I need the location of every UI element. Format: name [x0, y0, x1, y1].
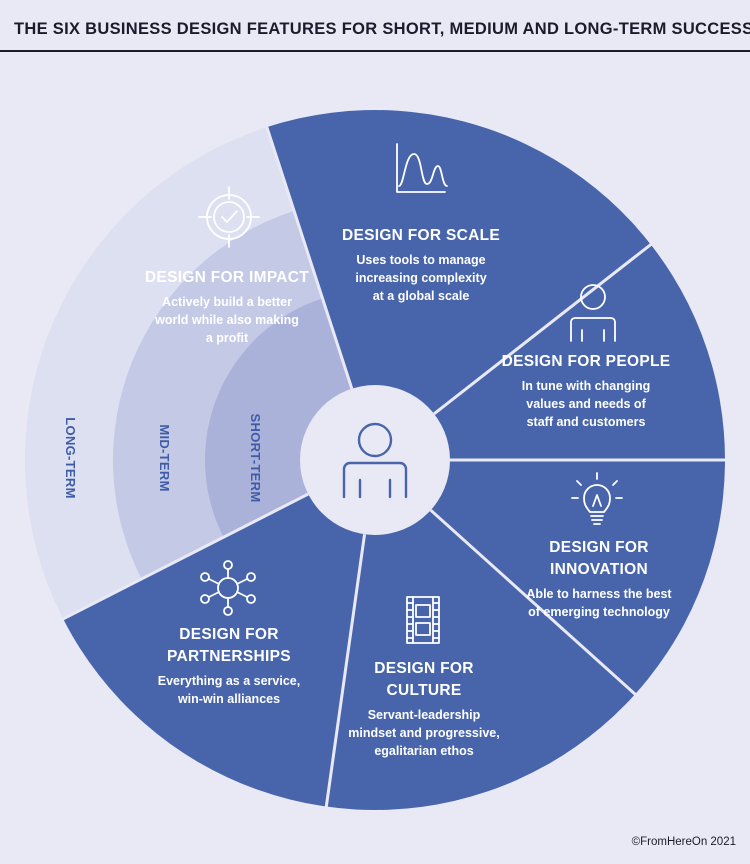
page-title: THE SIX BUSINESS DESIGN FEATURES FOR SHO… — [14, 20, 750, 38]
center-hub — [300, 385, 450, 535]
segment-description: staff and customers — [527, 415, 646, 429]
copyright: ©FromHereOn 2021 — [631, 836, 736, 848]
segment-title: DESIGN FOR — [179, 626, 278, 643]
segment-title: DESIGN FOR — [549, 539, 648, 556]
segment-description: Able to harness the best — [526, 587, 672, 601]
segment-description: Servant-leadership — [368, 708, 481, 722]
divider-line — [429, 509, 638, 697]
segment-title: CULTURE — [387, 682, 462, 699]
segment-texts: DESIGN FOR SCALE Uses tools to manage incr… — [145, 227, 672, 758]
divider-line — [264, 124, 354, 390]
segment-description: Uses tools to manage — [356, 253, 485, 267]
divider-line — [60, 492, 309, 622]
segment-description: egalitarian ethos — [374, 744, 473, 758]
segment-title: INNOVATION — [550, 561, 648, 578]
center-person-icon — [342, 422, 408, 499]
mid-term-label: MID-TERM — [157, 424, 172, 491]
short-term-label: SHORT-TERM — [248, 414, 263, 503]
segment-description: a profit — [206, 331, 249, 345]
segment-description: mindset and progressive, — [348, 726, 499, 740]
network-icon — [200, 560, 256, 616]
segment-description: of emerging technology — [528, 605, 670, 619]
segment-description: Everything as a service, — [158, 674, 300, 688]
segment-title: DESIGN FOR — [374, 660, 473, 677]
segment-description: world while also making — [154, 313, 299, 327]
divider-line — [433, 242, 654, 416]
segment-title: DESIGN FOR SCALE — [342, 227, 500, 244]
segment-description: values and needs of — [526, 397, 646, 411]
segment-description: win-win alliances — [177, 692, 280, 706]
long-term-label: LONG-TERM — [63, 417, 78, 498]
wave-chart-icon — [396, 143, 448, 193]
time-horizon-labels: LONG-TERM MID-TERM SHORT-TERM — [63, 414, 263, 503]
header: THE SIX BUSINESS DESIGN FEATURES FOR SHO… — [0, 0, 750, 52]
target-icon — [198, 186, 260, 248]
header-rule — [0, 50, 750, 52]
wheel-dividers — [60, 124, 727, 809]
segment-description: increasing complexity — [355, 271, 486, 285]
lightbulb-icon — [571, 472, 623, 525]
segment-title: DESIGN FOR PEOPLE — [502, 353, 671, 370]
segment-description: at a global scale — [373, 289, 470, 303]
segment-description: Actively build a better — [162, 295, 292, 309]
film-strip-icon — [406, 596, 440, 644]
segment-title: DESIGN FOR IMPACT — [145, 269, 309, 286]
segment-title: PARTNERSHIPS — [167, 648, 291, 665]
divider-line — [324, 534, 367, 809]
person-icon — [570, 284, 616, 342]
segment-description: In tune with changing — [522, 379, 650, 393]
